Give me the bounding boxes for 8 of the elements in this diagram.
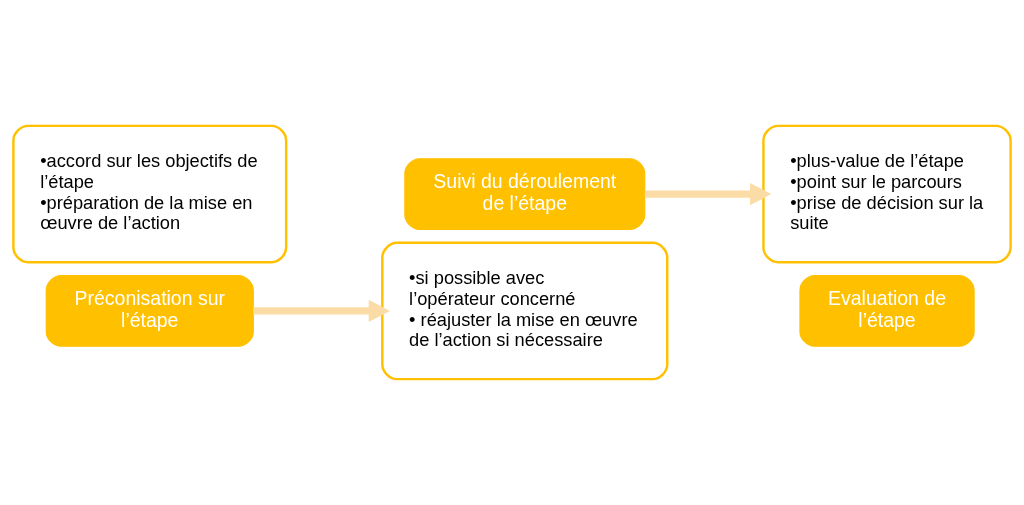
node-box: •plus-value de l’étape •point sur le parcours •prise de décision sur la suite [762,124,1012,264]
node-box: Suivi du déroulement de l’étape [404,158,646,230]
node-box: Préconisation sur l’étape [45,275,254,347]
arrow [644,182,772,206]
node-box: Evaluation de l’étape [799,275,975,347]
arrow [253,299,390,323]
node-box: •si possible avec l’opérateur concerné • réajuster la mise en œuvre de l’action si nécessaire [381,241,669,381]
node-box: •accord sur les objectifs de l’étape •préparation de la mise en œuvre de l’action [12,124,288,264]
